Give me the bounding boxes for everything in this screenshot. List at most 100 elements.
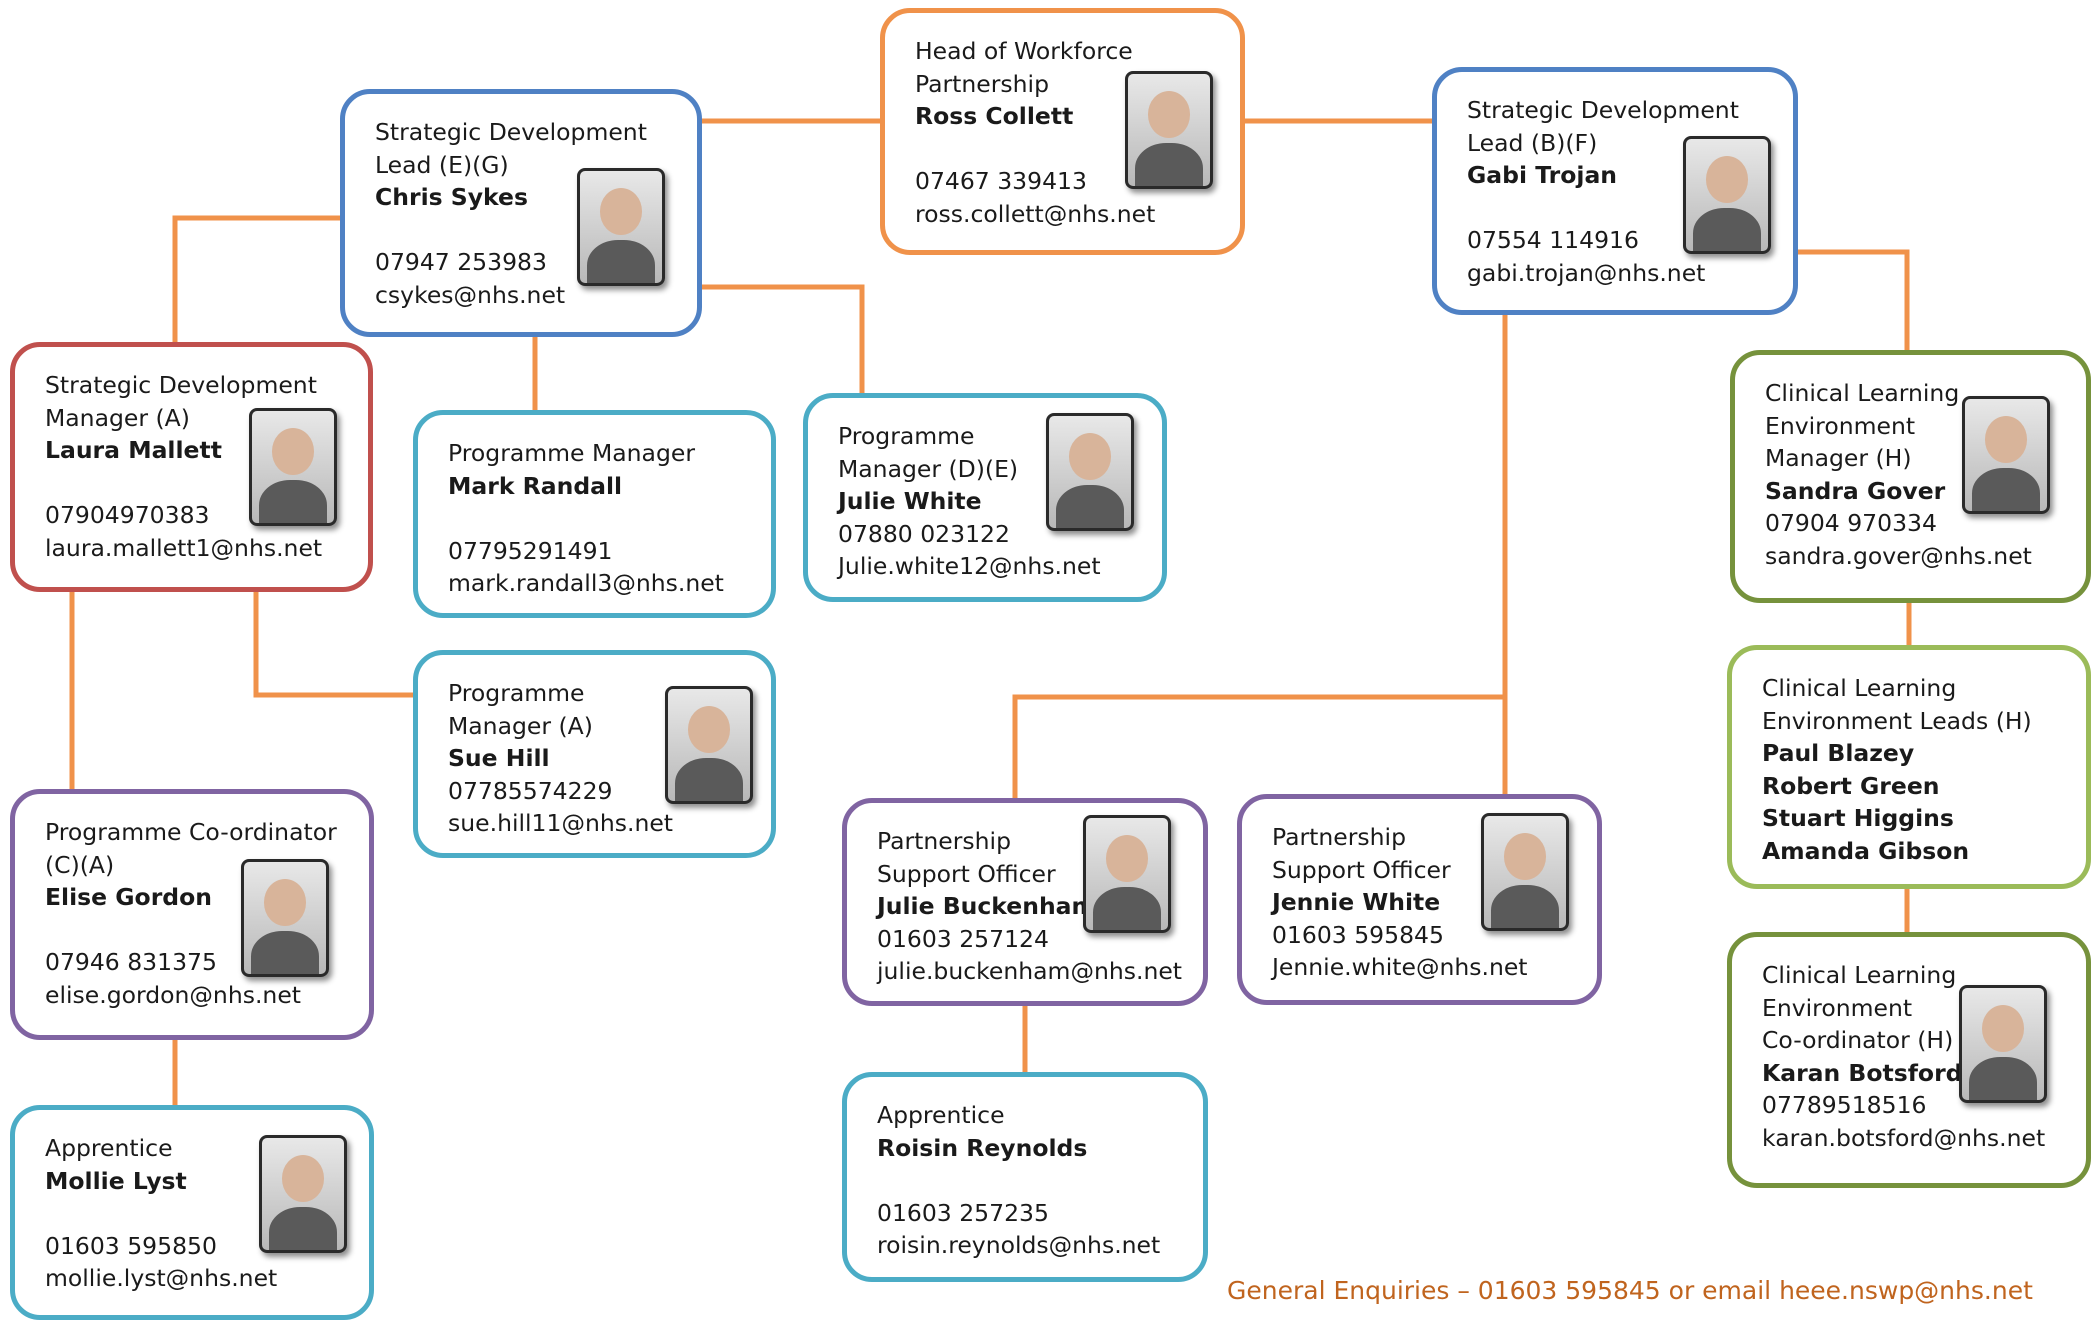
phone-number: 07554 114916	[1467, 226, 1639, 254]
connector-gabi-julieb	[1012, 694, 1505, 798]
role-title: Environment Leads (H)	[1762, 706, 2032, 735]
connector-chris-laura	[172, 215, 340, 342]
phone-number: 07795291491	[448, 536, 613, 565]
role-title: Clinical Learning	[1762, 674, 1957, 702]
role-title: Clinical Learning	[1765, 379, 1960, 407]
email-address: karan.botsford@nhs.net	[1762, 1123, 2046, 1152]
card-julie-buckenham: Partnership Support Officer Julie Bucken…	[842, 798, 1208, 1006]
card-karan-botsford: Clinical Learning Environment Co-ordinat…	[1727, 932, 2091, 1188]
role-title: Strategic Development	[1467, 96, 1739, 124]
role-title: Support Officer	[877, 859, 1056, 888]
role-title: Partnership	[1272, 823, 1406, 851]
person-name: Karan Botsford	[1762, 1058, 1963, 1087]
photo-julie-white	[1046, 413, 1134, 531]
card-sue-hill: Programme Manager (A) Sue Hill 077855742…	[413, 650, 776, 858]
phone-number: 01603 257235	[877, 1198, 1049, 1227]
role-title: Manager (H)	[1765, 444, 1912, 472]
person-name: Sandra Gover	[1765, 476, 1946, 505]
card-roisin-reynolds: Apprentice Roisin Reynolds 01603 257235 …	[842, 1072, 1208, 1282]
photo-mollie-lyst	[259, 1135, 347, 1253]
card-elise-gordon: Programme Co-ordinator (C)(A) Elise Gord…	[10, 789, 374, 1040]
role-title: Lead (B)(F)	[1467, 128, 1598, 157]
phone-number: 01603 595850	[45, 1231, 217, 1260]
person-name: Robert Green	[1762, 771, 1940, 800]
role-title: Apprentice	[45, 1134, 173, 1162]
email-address: Julie.white12@nhs.net	[838, 552, 1101, 580]
role-title: Apprentice	[877, 1101, 1005, 1129]
person-name: Mollie Lyst	[45, 1166, 187, 1195]
card-mark-randall: Programme Manager Mark Randall 077952914…	[413, 410, 776, 618]
person-name: Stuart Higgins	[1762, 804, 1954, 832]
connector-laura-sue	[253, 592, 413, 698]
phone-number: 07785574229	[448, 776, 613, 805]
photo-ross-collett	[1125, 71, 1213, 189]
role-title: Programme Manager	[448, 439, 695, 467]
role-title: Manager (A)	[45, 403, 190, 432]
role-title: Partnership	[915, 69, 1049, 98]
person-name: Mark Randall	[448, 471, 623, 500]
person-name: Chris Sykes	[375, 183, 528, 211]
email-address: ross.collett@nhs.net	[915, 199, 1156, 228]
card-chris-sykes: Strategic Development Lead (E)(G) Chris …	[340, 89, 702, 337]
phone-number: 07904970383	[45, 501, 210, 529]
photo-gabi-trojan	[1683, 136, 1771, 254]
role-title: Manager (D)(E)	[838, 454, 1019, 483]
role-title: Support Officer	[1272, 855, 1451, 884]
photo-sandra-gover	[1962, 396, 2050, 514]
email-address: sue.hill11@nhs.net	[448, 809, 674, 837]
card-clinical-learning-leads: Clinical Learning Environment Leads (H) …	[1727, 645, 2091, 889]
person-name: Sue Hill	[448, 744, 550, 772]
role-title: Environment	[1762, 993, 1913, 1022]
phone-number: 01603 595845	[1272, 920, 1444, 949]
role-title: Strategic Development	[45, 371, 317, 399]
card-julie-white: Programme Manager (D)(E) Julie White 078…	[803, 393, 1167, 602]
role-title: Programme	[838, 422, 975, 450]
card-head-of-workforce: Head of Workforce Partnership Ross Colle…	[880, 8, 1245, 255]
person-name: Gabi Trojan	[1467, 161, 1618, 189]
person-name: Paul Blazey	[1762, 739, 1915, 767]
phone-number: 07789518516	[1762, 1091, 1927, 1119]
email-address: roisin.reynolds@nhs.net	[877, 1231, 1161, 1259]
role-title: Lead (E)(G)	[375, 150, 509, 179]
role-title: Environment	[1765, 411, 1916, 440]
email-address: Jennie.white@nhs.net	[1272, 953, 1528, 981]
photo-sue-hill	[665, 686, 753, 804]
role-title: Programme	[448, 679, 585, 707]
email-address: elise.gordon@nhs.net	[45, 980, 301, 1009]
email-address: mark.randall3@nhs.net	[448, 569, 724, 597]
role-title: Clinical Learning	[1762, 961, 1957, 989]
person-name: Julie White	[838, 487, 982, 515]
card-jennie-white: Partnership Support Officer Jennie White…	[1237, 794, 1602, 1005]
photo-laura-mallett	[249, 408, 337, 526]
role-title: Co-ordinator (H)	[1762, 1026, 1954, 1054]
phone-number: 07880 023122	[838, 519, 1010, 548]
email-address: sandra.gover@nhs.net	[1765, 541, 2032, 570]
person-name: Roisin Reynolds	[877, 1133, 1088, 1162]
email-address: mollie.lyst@nhs.net	[45, 1264, 278, 1292]
email-address: gabi.trojan@nhs.net	[1467, 258, 1706, 287]
role-title: Programme Co-ordinator	[45, 818, 337, 846]
person-name: Laura Mallett	[45, 436, 222, 464]
person-name: Elise Gordon	[45, 883, 212, 911]
connector-gabi-sandra	[1798, 249, 1910, 350]
phone-number: 07467 339413	[915, 167, 1087, 195]
person-name: Jennie White	[1272, 888, 1441, 916]
role-title: Manager (A)	[448, 711, 593, 740]
card-gabi-trojan: Strategic Development Lead (B)(F) Gabi T…	[1432, 67, 1798, 315]
phone-number: 07904 970334	[1765, 509, 1937, 537]
person-name: Ross Collett	[915, 102, 1074, 130]
person-name: Julie Buckenham	[877, 892, 1097, 920]
phone-number: 07947 253983	[375, 248, 547, 276]
connector-chris-juliew	[700, 284, 865, 393]
general-enquiries-footer: General Enquiries – 01603 595845 or emai…	[1227, 1276, 2033, 1305]
photo-chris-sykes	[577, 168, 665, 286]
person-name: Amanda Gibson	[1762, 836, 1970, 865]
photo-elise-gordon	[241, 859, 329, 977]
email-address: julie.buckenham@nhs.net	[877, 957, 1183, 985]
role-title: Head of Workforce	[915, 37, 1133, 65]
photo-karan-botsford	[1959, 985, 2047, 1103]
phone-number: 07946 831375	[45, 948, 217, 976]
photo-julie-buckenham	[1083, 815, 1171, 933]
email-address: laura.mallett1@nhs.net	[45, 533, 323, 562]
